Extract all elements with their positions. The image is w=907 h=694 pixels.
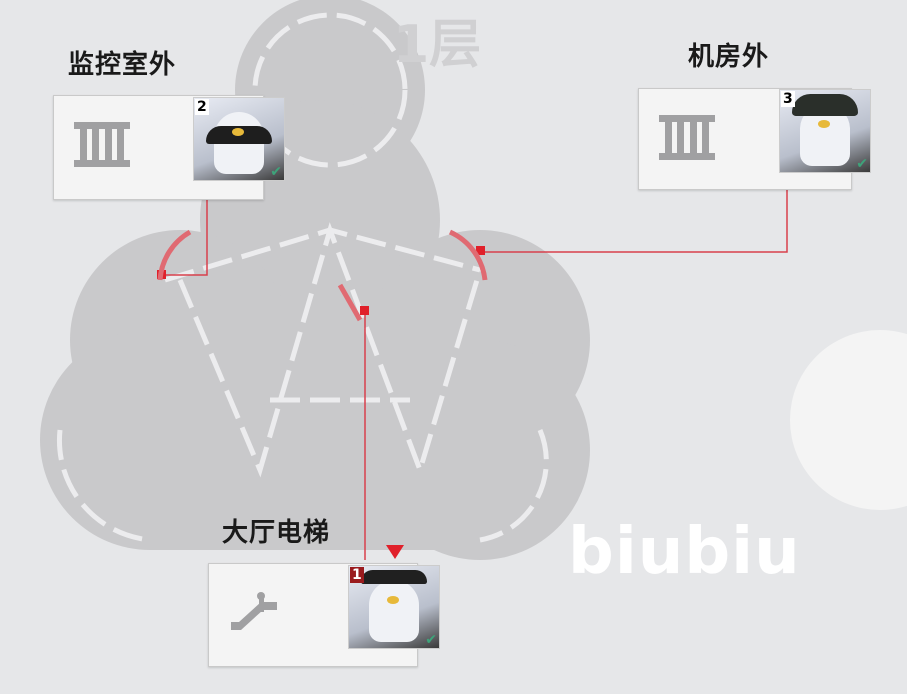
- escalator-icon: [231, 592, 277, 630]
- barricade-icon: [74, 122, 130, 167]
- avatar-beak: [232, 128, 244, 136]
- helmet: [792, 94, 858, 116]
- check-icon: ✔: [270, 164, 282, 180]
- player-number: 3: [781, 91, 795, 107]
- player-avatar-3[interactable]: 3 ✔: [779, 89, 871, 173]
- check-icon: ✔: [425, 632, 437, 648]
- barricade-icon: [659, 115, 715, 160]
- player-avatar-1[interactable]: 1 ✔: [348, 565, 440, 649]
- location-marker-icon: [386, 545, 404, 559]
- avatar-beak: [818, 120, 830, 128]
- player-number: 2: [195, 99, 209, 115]
- location-card-monitor-room[interactable]: [53, 95, 264, 200]
- hair: [361, 570, 427, 584]
- location-label-server-room: 机房外: [688, 42, 770, 72]
- watermark: biubiu: [568, 515, 801, 589]
- avatar-portrait: [369, 580, 419, 642]
- avatar-beak: [387, 596, 399, 604]
- location-label-monitor-room: 监控室外: [68, 50, 177, 80]
- floor-title: 1层: [393, 15, 482, 75]
- location-label-lobby-elevator: 大厅电梯: [222, 518, 331, 548]
- check-icon: ✔: [856, 156, 868, 172]
- player-number: 1: [350, 567, 364, 583]
- player-avatar-2[interactable]: 2 ✔: [193, 97, 285, 181]
